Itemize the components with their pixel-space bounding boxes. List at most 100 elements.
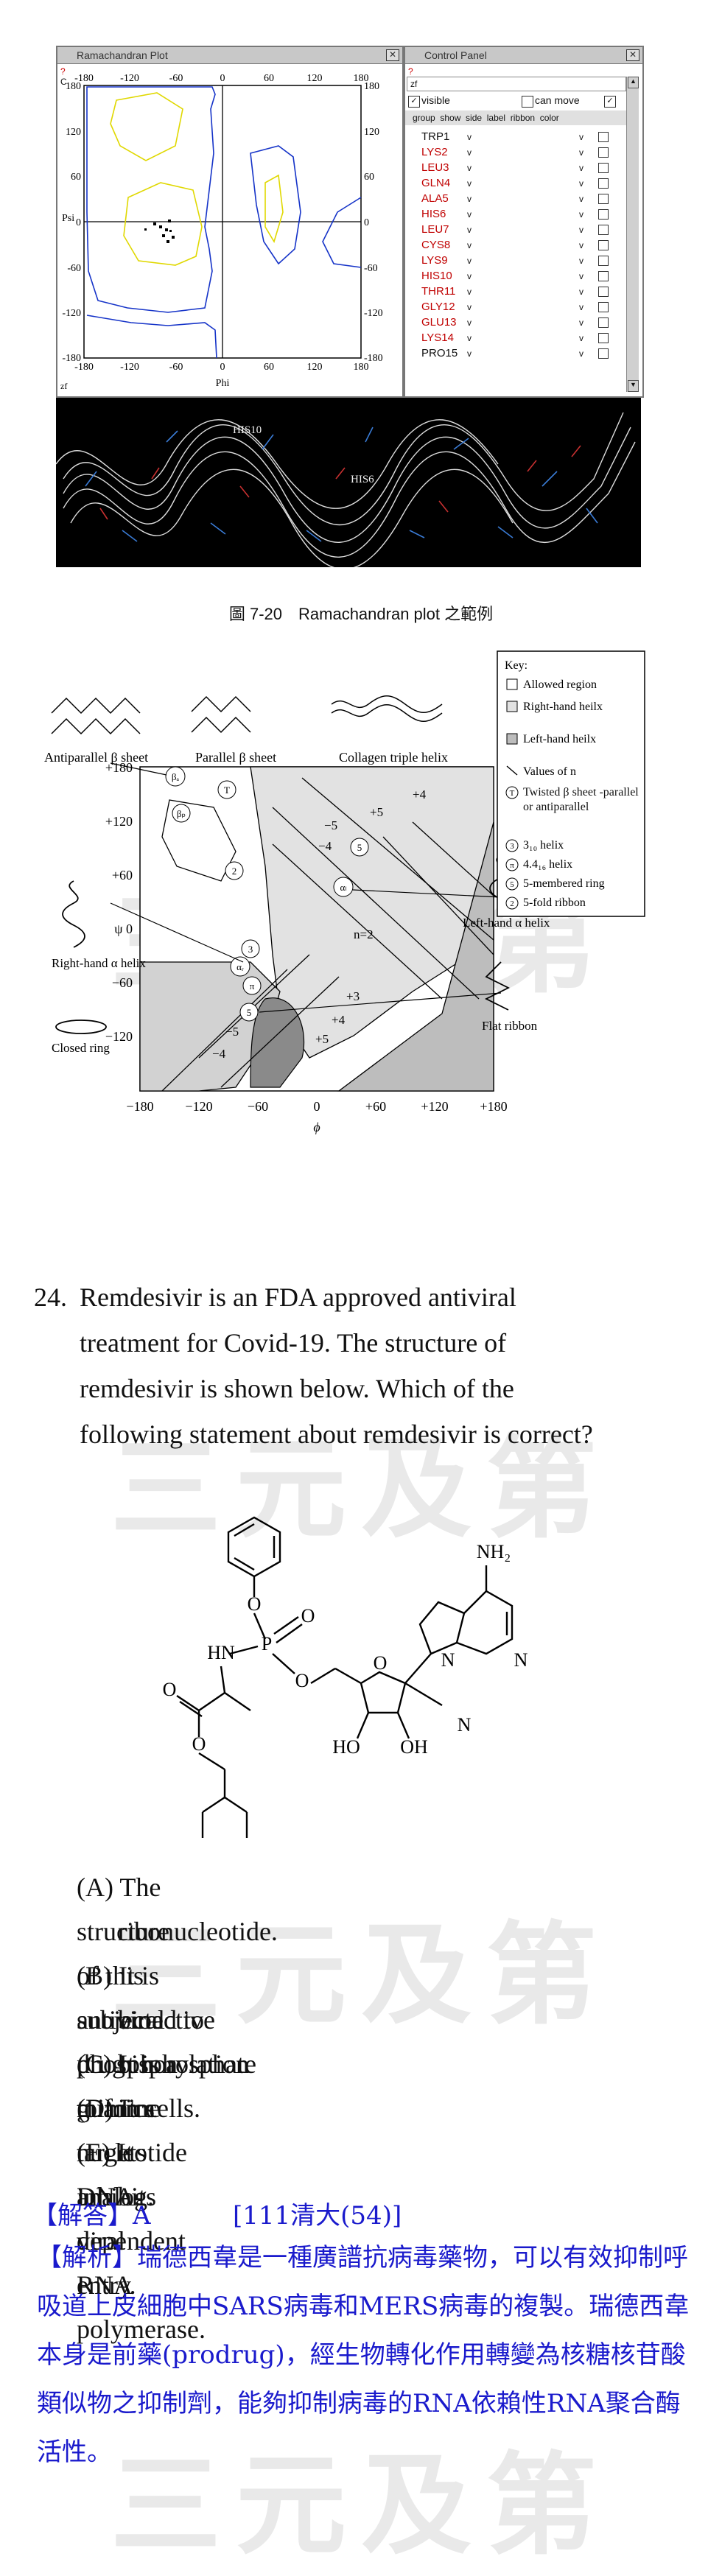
- atom-label: OH: [400, 1736, 428, 1758]
- y-tick: 180: [66, 81, 81, 92]
- show-check-mark[interactable]: v: [467, 194, 472, 204]
- show-check-mark[interactable]: v: [467, 348, 472, 359]
- show-check-mark[interactable]: v: [579, 271, 583, 281]
- show-check-mark[interactable]: v: [579, 147, 583, 158]
- color-swatch[interactable]: [598, 317, 609, 328]
- show-check-mark[interactable]: v: [579, 317, 583, 328]
- close-button[interactable]: ✕: [626, 49, 639, 61]
- x-tick: −120: [185, 1099, 212, 1114]
- can-move-checked-box[interactable]: ✓: [604, 96, 616, 108]
- atom-label: O: [192, 1733, 206, 1755]
- show-check-mark[interactable]: v: [467, 163, 472, 173]
- show-check-mark[interactable]: v: [467, 302, 472, 312]
- side-label: Right-hand α helix: [52, 956, 146, 970]
- color-swatch[interactable]: [598, 271, 609, 281]
- residue-name: LEU3: [421, 161, 449, 174]
- show-check-mark[interactable]: v: [579, 178, 583, 189]
- help-mark[interactable]: ?: [408, 66, 413, 77]
- y-tick: 60: [71, 172, 81, 183]
- color-swatch[interactable]: [598, 225, 609, 235]
- show-check-mark[interactable]: v: [467, 333, 472, 343]
- color-swatch[interactable]: [598, 287, 609, 297]
- show-check-mark[interactable]: v: [467, 256, 472, 266]
- menu-c[interactable]: C: [60, 77, 67, 87]
- show-check-mark[interactable]: v: [579, 287, 583, 297]
- show-check-mark[interactable]: v: [467, 240, 472, 250]
- x-tick: 180: [354, 362, 369, 373]
- n-label: −4: [212, 1047, 226, 1061]
- group-select[interactable]: zf: [407, 77, 626, 91]
- show-check-mark[interactable]: v: [467, 271, 472, 281]
- show-check-mark[interactable]: v: [467, 178, 472, 189]
- color-swatch[interactable]: [598, 163, 609, 173]
- show-check-mark[interactable]: v: [579, 256, 583, 266]
- x-tick-top: 120: [307, 73, 323, 84]
- show-check-mark[interactable]: v: [579, 225, 583, 235]
- show-check-mark[interactable]: v: [467, 209, 472, 220]
- atom-label: O: [295, 1670, 309, 1691]
- show-check-mark[interactable]: v: [467, 317, 472, 328]
- scroll-up-icon[interactable]: ▲: [628, 77, 639, 88]
- residue-label-his6: HIS6: [351, 474, 374, 485]
- color-swatch[interactable]: [598, 256, 609, 266]
- scrollbar[interactable]: ▲ ▼: [626, 77, 639, 392]
- show-check-mark[interactable]: v: [467, 225, 472, 235]
- show-check-mark[interactable]: v: [467, 147, 472, 158]
- scroll-down-icon[interactable]: ▼: [628, 380, 639, 392]
- show-check-mark[interactable]: v: [579, 132, 583, 142]
- x-tick: -180: [74, 362, 94, 373]
- color-swatch[interactable]: [598, 333, 609, 343]
- show-check-mark[interactable]: v: [467, 287, 472, 297]
- show-check-mark[interactable]: v: [579, 209, 583, 220]
- residue-row[interactable]: LEU3 v v: [405, 161, 626, 175]
- residue-name: GLU13: [421, 316, 457, 329]
- color-swatch[interactable]: [598, 147, 609, 158]
- color-swatch[interactable]: [598, 132, 609, 142]
- side-label: Flat ribbon: [482, 1019, 538, 1033]
- residue-row[interactable]: GLU13 v v: [405, 315, 626, 330]
- show-check-mark[interactable]: v: [579, 194, 583, 204]
- circle-label: T: [224, 785, 230, 796]
- key-symbol: 5: [510, 880, 514, 889]
- y-tick-right: -60: [364, 263, 378, 274]
- color-swatch[interactable]: [598, 240, 609, 250]
- help-mark[interactable]: ?: [60, 66, 66, 77]
- residue-name: HIS6: [421, 208, 446, 220]
- close-button[interactable]: ✕: [386, 49, 399, 61]
- can-move-checkbox[interactable]: [522, 96, 533, 108]
- color-swatch[interactable]: [598, 348, 609, 359]
- color-swatch[interactable]: [598, 178, 609, 189]
- question-number: 24.: [34, 1282, 67, 1312]
- show-check-mark[interactable]: v: [579, 302, 583, 312]
- show-check-mark[interactable]: v: [579, 240, 583, 250]
- key-item: 4.4₁₆ helix: [523, 858, 572, 871]
- column-header: group show side label ribbon color: [405, 110, 634, 125]
- show-check-mark[interactable]: v: [579, 333, 583, 343]
- y-tick: −120: [105, 1029, 133, 1044]
- window-titlebar[interactable]: Ramachandran Plot ✕: [57, 47, 402, 64]
- window-titlebar[interactable]: Control Panel ✕: [405, 47, 642, 64]
- atom-label: N: [441, 1649, 455, 1671]
- key-item: Values of n: [523, 765, 576, 778]
- color-swatch[interactable]: [598, 209, 609, 220]
- residue-row[interactable]: HIS6 v v: [405, 207, 626, 222]
- residue-label-his10: HIS10: [233, 424, 262, 436]
- show-check-mark[interactable]: v: [579, 163, 583, 173]
- show-check-mark[interactable]: v: [467, 132, 472, 142]
- show-check-mark[interactable]: v: [579, 348, 583, 359]
- visible-checkbox[interactable]: ✓: [408, 96, 420, 108]
- color-swatch[interactable]: [598, 302, 609, 312]
- color-swatch[interactable]: [598, 194, 609, 204]
